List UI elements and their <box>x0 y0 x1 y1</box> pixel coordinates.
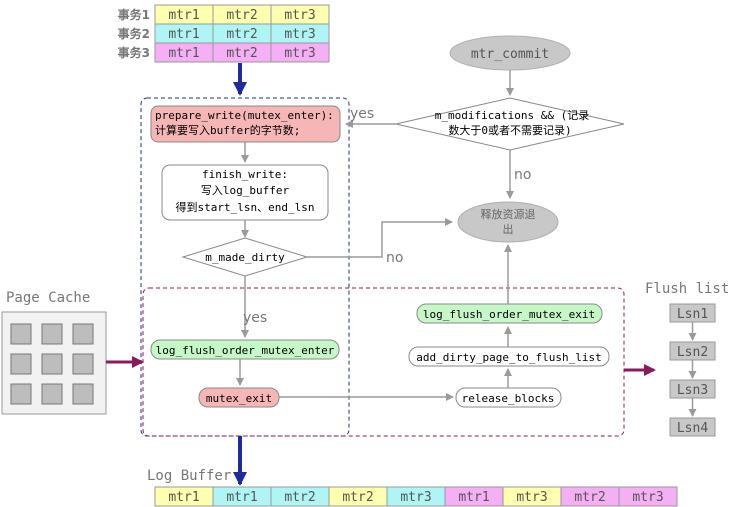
page-cache-box <box>1 311 107 415</box>
finish-write-line2: 写入log_buffer <box>201 184 290 197</box>
transaction-cell-label: mtr1 <box>168 8 199 23</box>
log-flush-order-mutex-enter-label: log_flush_order_mutex_enter <box>156 344 335 357</box>
release-resource-line2: 出 <box>503 222 514 236</box>
page-cache-page <box>10 353 32 375</box>
transaction-cell-label: mtr3 <box>284 27 315 42</box>
flush-list-item <box>669 417 716 437</box>
release-resource-line1: 释放资源退 <box>481 207 536 221</box>
log-buffer-cell-label: mtr3 <box>516 490 547 505</box>
flush-list-title: Flush list <box>645 281 729 297</box>
release-blocks-node: release_blocks <box>455 387 562 408</box>
transaction-label: 事务2 <box>118 26 150 41</box>
page-cache-page <box>72 353 94 375</box>
transaction-cell-label: mtr2 <box>226 46 257 61</box>
log-flush-order-mutex-exit-label: log_flush_order_mutex_exit <box>423 308 595 321</box>
m-modifications-line2: 数大于0或者不需要记录) <box>448 123 571 137</box>
log-buffer-cell-label: mtr2 <box>284 490 315 505</box>
transaction-cell-label: mtr1 <box>168 46 199 61</box>
flush-list-item-label: Lsn3 <box>677 383 708 398</box>
log-buffer-cell <box>618 486 678 507</box>
log-buffer-cell-label: mtr1 <box>458 490 489 505</box>
transaction-cell-label: mtr2 <box>226 27 257 42</box>
log-buffer-cell-label: mtr2 <box>342 490 373 505</box>
transaction-label: 事务1 <box>118 7 150 22</box>
page-cache-page <box>72 383 94 405</box>
mutex-exit-label: mutex_exit <box>206 392 272 405</box>
edge-label-no-mid: no <box>386 250 403 266</box>
transaction-cell-label: mtr1 <box>168 27 199 42</box>
flush-list-item-label: Lsn4 <box>677 421 708 436</box>
prepare-write-line2: 计算要写入buffer的字节数; <box>155 123 300 137</box>
page-cache-page <box>10 383 32 405</box>
m-made-dirty-label: m_made_dirty <box>205 251 285 264</box>
m-modifications-decision: m_modifications && (记录 数大于0或者不需要记录) <box>395 97 625 151</box>
release-blocks-label: release_blocks <box>462 392 555 405</box>
page-cache-page <box>41 323 63 345</box>
log-buffer: mtr1 mtr1 mtr2 mtr2 mtr3 mtr1 mtr3 mtr2 mtr3 <box>154 486 678 507</box>
finish-write-line3: 得到start_lsn、end_lsn <box>176 201 315 214</box>
edge-label-yes-top: yes <box>350 106 374 122</box>
prepare-write-node: prepare_write(mutex_enter): 计算要写入buffer的… <box>150 105 341 143</box>
mtr-commit-label: mtr_commit <box>471 47 549 62</box>
log-flush-order-mutex-exit-node: log_flush_order_mutex_exit <box>416 303 603 324</box>
transaction-cell-label: mtr3 <box>284 46 315 61</box>
mutex-exit-node: mutex_exit <box>198 387 280 408</box>
finish-write-node: finish_write: 写入log_buffer 得到start_lsn、e… <box>161 164 329 221</box>
transaction-label: 事务3 <box>118 45 150 60</box>
transaction-cell-label: mtr3 <box>284 8 315 23</box>
page-cache-title: Page Cache <box>6 290 90 306</box>
arrow-dirty-to-release <box>307 218 453 258</box>
transactions-table: 事务1 mtr1 mtr2 mtr3 事务2 mtr1 mtr2 mtr3 事务3 mtr1 mtr… <box>118 4 330 63</box>
edge-label-yes-bottom: yes <box>243 310 267 326</box>
add-dirty-page-label: add_dirty_page_to_flush_list <box>416 351 601 364</box>
log-flush-order-mutex-enter-node: log_flush_order_mutex_enter <box>150 339 340 360</box>
page-cache-page <box>10 323 32 345</box>
mtr-commit-node: mtr_commit <box>449 35 571 71</box>
flush-list-item-label: Lsn2 <box>677 345 708 360</box>
page-cache-grid <box>10 323 94 405</box>
log-buffer-cell-label: mtr1 <box>226 490 257 505</box>
transaction-cell-label: mtr2 <box>226 8 257 23</box>
flush-list-item-label: Lsn1 <box>677 307 708 322</box>
page-cache-page <box>41 353 63 375</box>
log-buffer-cell-label: mtr1 <box>168 490 199 505</box>
add-dirty-page-node: add_dirty_page_to_flush_list <box>408 346 610 367</box>
page-cache-page <box>72 323 94 345</box>
log-buffer-cell-label: mtr3 <box>632 490 663 505</box>
m-modifications-line1: m_modifications && (记录 <box>435 109 589 122</box>
log-buffer-title: Log Buffer <box>147 468 231 484</box>
m-made-dirty-decision: m_made_dirty <box>181 237 309 277</box>
log-buffer-cell-label: mtr3 <box>400 490 431 505</box>
log-buffer-cell-label: mtr2 <box>574 490 605 505</box>
finish-write-line1: finish_write: <box>202 168 288 181</box>
transaction-cell <box>270 42 330 63</box>
page-cache-page <box>41 383 63 405</box>
prepare-write-line1: prepare_write(mutex_enter): <box>155 109 334 122</box>
edge-label-no-right: no <box>514 167 531 183</box>
release-resource-node: 释放资源退 出 <box>457 201 559 243</box>
